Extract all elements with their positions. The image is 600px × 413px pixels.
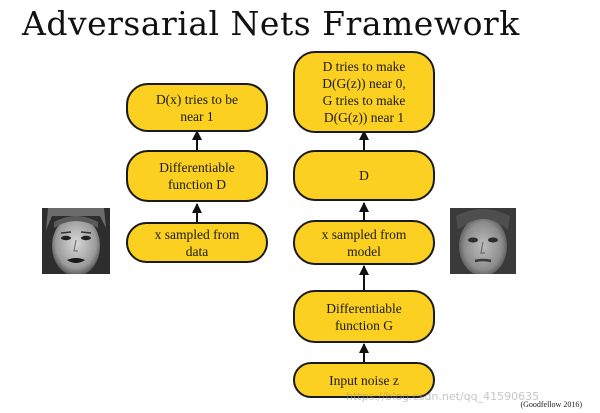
- discriminator-box-left: Differentiable function D: [126, 150, 268, 202]
- generator-box: Differentiable function G: [293, 290, 435, 343]
- objective-label: D tries to make D(G(z)) near 0, G tries …: [322, 59, 406, 125]
- d-output-data-label: D(x) tries to be near 1: [155, 91, 239, 124]
- generator-label: Differentiable function G: [326, 300, 402, 333]
- citation-caption: (Goodfellow 2016): [520, 400, 582, 409]
- model-sample-label: x sampled from model: [321, 226, 407, 259]
- objective-box: D tries to make D(G(z)) near 0, G tries …: [293, 51, 435, 133]
- discriminator-label-left: Differentiable function D: [159, 160, 235, 192]
- slide-title: Adversarial Nets Framework: [22, 4, 520, 43]
- noise-box: Input noise z: [293, 362, 435, 398]
- data-sample-label: x sampled from data: [154, 226, 240, 259]
- noise-label: Input noise z: [329, 372, 399, 388]
- watermark-text: https://blog.csdn.net/qq_41590635: [346, 390, 540, 403]
- d-output-data-box: D(x) tries to be near 1: [126, 83, 268, 132]
- real-face-image: [42, 208, 110, 274]
- discriminator-box-right: D: [293, 150, 435, 201]
- data-sample-box: x sampled from data: [126, 222, 268, 263]
- discriminator-label-right: D: [359, 168, 369, 183]
- generated-face-image: [450, 208, 516, 274]
- model-sample-box: x sampled from model: [293, 220, 435, 265]
